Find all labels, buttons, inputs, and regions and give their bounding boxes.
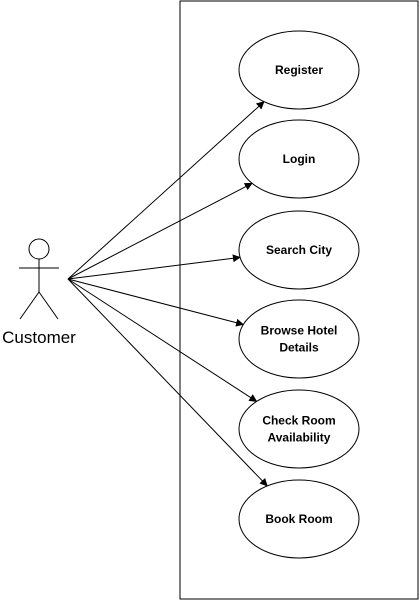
use-case-ellipse xyxy=(238,210,360,290)
use-case-ellipse xyxy=(238,389,360,469)
association-arrow-register xyxy=(67,101,265,280)
actor-right-leg xyxy=(38,291,59,320)
system-boundary xyxy=(179,0,419,600)
use-case-label: Book Room xyxy=(265,512,332,526)
use-case-register[interactable]: Register xyxy=(238,30,360,110)
use-case-label: Check Room xyxy=(262,414,335,428)
use-case-ellipse xyxy=(238,479,360,559)
use-case-label: Search City xyxy=(266,243,332,257)
actor-left-leg xyxy=(19,291,40,320)
use-case-label: Availability xyxy=(268,431,331,445)
association-arrow-browse-hotel-details xyxy=(67,278,245,327)
actor-label: Customer xyxy=(2,328,76,347)
use-case-search-city[interactable]: Search City xyxy=(238,210,360,290)
association-arrow-search-city xyxy=(67,254,241,280)
association-arrow-book-room xyxy=(67,278,268,487)
associations xyxy=(67,101,268,487)
use-case-label: Browse Hotel xyxy=(261,324,338,338)
association-arrow-login xyxy=(67,182,253,280)
use-case-label: Register xyxy=(275,63,323,77)
actor-head xyxy=(28,238,50,260)
actor-customer[interactable]: Customer xyxy=(2,238,76,347)
use-case-ellipse xyxy=(238,30,360,110)
use-case-ellipse xyxy=(238,299,360,379)
use-case-label: Details xyxy=(279,341,319,355)
use-case-login[interactable]: Login xyxy=(238,119,360,199)
use-case-label: Login xyxy=(283,152,316,166)
use-case-ellipse xyxy=(238,119,360,199)
use-case-book-room[interactable]: Book Room xyxy=(238,479,360,559)
association-arrow-check-room-availability xyxy=(67,278,258,402)
